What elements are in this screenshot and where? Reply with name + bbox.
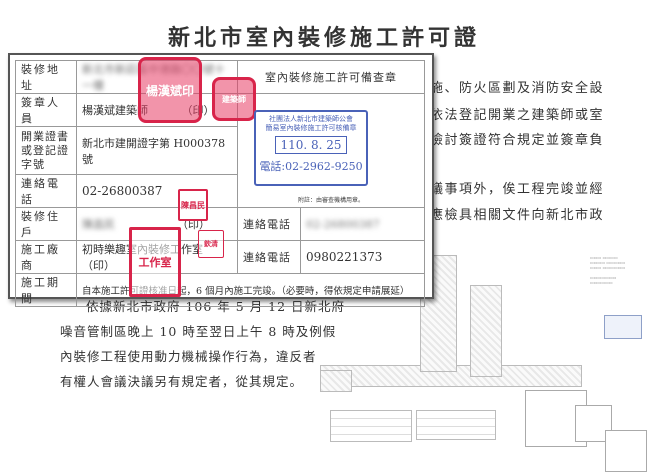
floor-plan-drawing: ▭▭▭ ▭▭▭▭▭▭▭▭ ▭▭▭▭▭▭▭▭ ▭▭▭▭▭▭▭▭▭▭▭▭▭▭▭▭▭▭… (320, 215, 650, 472)
review-stamp-org: 社團法人新北市建築師公會 簡易室內裝修施工許可核備章 (265, 115, 357, 132)
row-label: 裝修地址 (15, 60, 77, 94)
row-label: 簽章人員 (15, 93, 77, 127)
architect-seal-stamp: 楊漢斌印 (138, 57, 202, 123)
stamp-column-header: 室內裝修施工許可備查章 (237, 60, 425, 94)
background-text-line: 噪音管制區晚上 10 時至翌日上午 8 時及例假 (60, 324, 337, 339)
review-stamp-date: 110. 8. 25 (275, 136, 347, 154)
phone-value: 02-26800387 (76, 174, 238, 208)
background-text-line: 檢討簽證符合規定並簽章負 (430, 133, 605, 148)
review-stamp: 社團法人新北市建築師公會 簡易室內裝修施工許可核備章 110. 8. 25 電話… (254, 110, 368, 186)
architect-small-seal-stamp: 建築師 (212, 77, 256, 121)
hatched-wall (320, 370, 352, 392)
phone-label: 連絡電話 (237, 207, 301, 241)
contractor-phone-value: 0980221373 (300, 240, 425, 274)
row-label: 連絡電話 (15, 174, 77, 208)
mini-stamp (604, 315, 642, 339)
row-label: 施工期間 (15, 273, 77, 307)
resident-phone-value: 02-26800387 (300, 207, 425, 241)
legend-table (416, 410, 496, 440)
license-value: 新北市建開證字第 H000378 號 (76, 126, 238, 175)
review-stamp-phone: 電話:02-2962-9250 (259, 160, 363, 173)
background-text-line: 應檢具相關文件向新北市政 (430, 208, 605, 223)
background-text-line: 依法登記開業之建築師或室 (430, 108, 605, 123)
row-label: 裝修住戶 (15, 207, 77, 241)
background-text-line: 施、防火區劃及消防安全設 (430, 81, 605, 96)
phone-label: 連絡電話 (237, 240, 301, 274)
document-title: 新北市室內裝修施工許可證 (168, 25, 481, 51)
contractor-seal-stamp: 工作室 (129, 227, 181, 297)
row-label: 施工廠商 (15, 240, 77, 274)
room (605, 430, 647, 472)
background-text-line: 有權人會議決議另有規定者，從其規定。 (60, 374, 304, 389)
background-text-line: 議事項外，俟工程完竣並經 (430, 182, 605, 197)
legend-table (330, 410, 412, 442)
permit-card: 裝修地址 新北市新莊區中港路〇〇號十一樓 室內裝修施工許可備查章 簽章人員 楊漢… (8, 53, 434, 307)
background-text-line: 內裝修工程使用動力機械操作行為，違反者 (60, 349, 317, 364)
resident-seal-stamp: 陳昌民 (178, 189, 208, 221)
drawing-notes: ▭▭▭ ▭▭▭▭▭▭▭▭ ▭▭▭▭▭▭▭▭ ▭▭▭▭▭▭▭▭▭▭▭▭▭▭▭▭▭▭… (590, 255, 626, 285)
row-label: 開業證書或登記證字號 (15, 126, 77, 175)
contractor-small-seal-stamp: 欽清 (198, 230, 224, 258)
hatched-wall (470, 285, 502, 377)
stamp-note: 附註：由審查機構用章。 (297, 197, 364, 204)
